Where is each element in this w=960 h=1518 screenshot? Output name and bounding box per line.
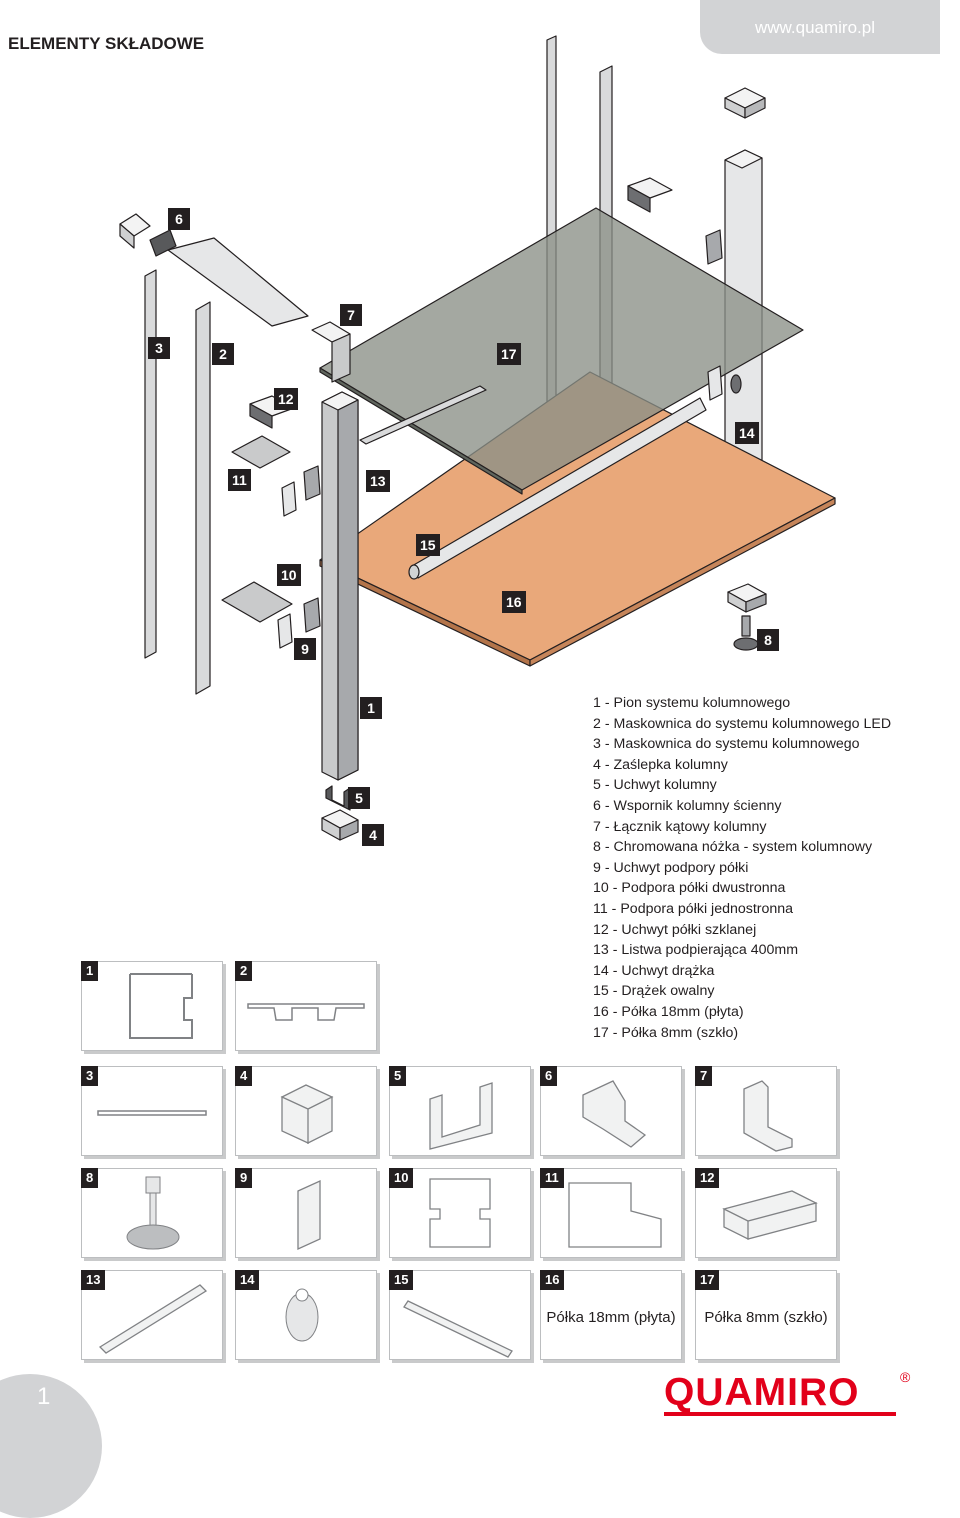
legend-item: 9 - Uchwyt podpory półki [593, 859, 749, 876]
callout-7: 7 [340, 304, 362, 326]
cover-profile-icon [97, 1110, 207, 1116]
callout-5: 5 [348, 787, 370, 809]
part-cell-11: 11 [540, 1168, 682, 1258]
legend-item: 15 - Drążek owalny [593, 983, 715, 1000]
legend-item: 1 - Pion systemu kolumnowego [593, 695, 791, 711]
legend-item: 16 - Półka 18mm (płyta) [593, 1003, 744, 1020]
part-number: 7 [695, 1066, 713, 1086]
callout-14: 14 [735, 422, 759, 444]
legend-item: 8 - Chromowana nóżka - system kolumnowy [593, 839, 873, 856]
legend-item: 11 - Podpora półki jednostronna [593, 900, 794, 917]
part-cell-16: 16 Półka 18mm (płyta) [540, 1270, 682, 1360]
callout-1: 1 [360, 697, 382, 719]
part-cell-6: 6 [540, 1066, 682, 1156]
part-cell-10: 10 [389, 1168, 531, 1258]
header-tab [700, 0, 940, 54]
part-number: 5 [389, 1066, 407, 1086]
support-bar-icon [98, 1284, 208, 1354]
legend-item: 4 - Zaślepka kolumny [593, 756, 728, 773]
legend-list: 1 - Pion systemu kolumnowego 2 - Maskown… [593, 693, 891, 1043]
callout-6: 6 [168, 208, 190, 230]
callout-15: 15 [416, 534, 440, 556]
callout-17: 17 [497, 343, 521, 365]
part-cell-2: 2 [235, 961, 377, 1051]
part-cell-13: 13 [81, 1270, 223, 1360]
callout-3: 3 [148, 337, 170, 359]
callout-11: 11 [228, 469, 251, 491]
legend-item: 14 - Uchwyt drążka [593, 962, 715, 979]
part-caption: Półka 8mm (szkło) [704, 1309, 828, 1326]
chrome-leg-icon [126, 1176, 180, 1250]
part-number: 11 [540, 1168, 564, 1188]
legend-item: 2 - Maskownica do systemu kolumnowego LE… [593, 715, 892, 732]
part-number: 6 [540, 1066, 558, 1086]
quamiro-logo: QUAMIRO [664, 1371, 860, 1414]
legend-item: 13 - Listwa podpierająca 400mm [593, 942, 799, 959]
column-holder-icon [429, 1082, 493, 1150]
part-number: 12 [695, 1168, 720, 1188]
rod-holder-icon [285, 1288, 319, 1342]
part-cell-14: 14 [235, 1270, 377, 1360]
part-number: 17 [695, 1270, 720, 1290]
part-cell-12: 12 [695, 1168, 837, 1258]
part-cell-17: 17 Półka 8mm (szkło) [695, 1270, 837, 1360]
legend-item: 17 - Półka 8mm (szkło) [593, 1024, 739, 1041]
legend-item: 3 - Maskownica do systemu kolumnowego [593, 736, 860, 753]
part-number: 2 [235, 961, 253, 981]
legend-item: 5 - Uchwyt kolumny [593, 777, 717, 794]
oval-rod-icon [403, 1300, 513, 1358]
legend-item: 6 - Wspornik kolumny ścienny [593, 797, 782, 814]
legend-item: 10 - Podpora półki dwustronna [593, 880, 786, 897]
part-caption: Półka 18mm (płyta) [546, 1309, 676, 1326]
column-profile-icon [129, 973, 193, 1039]
part-number: 8 [81, 1168, 99, 1188]
single-support-icon [568, 1182, 662, 1248]
part-cell-1: 1 [81, 961, 223, 1051]
assembly-illustration [119, 35, 836, 841]
part-number: 14 [235, 1270, 260, 1290]
callout-4: 4 [362, 824, 384, 846]
callout-16: 16 [502, 591, 526, 613]
led-cover-profile-icon [247, 1003, 365, 1021]
part-number: 1 [81, 961, 99, 981]
website-url[interactable]: www.quamiro.pl [755, 18, 875, 37]
callout-10: 10 [277, 564, 301, 586]
part-cell-15: 15 [389, 1270, 531, 1360]
callout-2: 2 [212, 343, 234, 365]
glass-holder-icon [722, 1190, 818, 1241]
part-number: 9 [235, 1168, 253, 1188]
part-number: 15 [389, 1270, 414, 1290]
part-number: 13 [81, 1270, 106, 1290]
part-number: 10 [389, 1168, 414, 1188]
part-cell-8: 8 [81, 1168, 223, 1258]
part-cell-7: 7 [695, 1066, 837, 1156]
callout-12: 12 [274, 388, 298, 410]
legend-item: 12 - Uchwyt półki szklanej [593, 921, 757, 938]
wall-bracket-icon [582, 1080, 647, 1148]
page-number-badge [0, 1374, 102, 1518]
part-cell-9: 9 [235, 1168, 377, 1258]
part-cell-4: 4 [235, 1066, 377, 1156]
support-holder-icon [297, 1179, 321, 1251]
legend-item: 7 - Łącznik kątowy kolumny [593, 818, 767, 835]
double-support-icon [429, 1178, 491, 1248]
page-title: ELEMENTY SKŁADOWE [8, 34, 205, 53]
part-number: 16 [540, 1270, 565, 1290]
callout-8: 8 [757, 629, 779, 651]
part-cell-3: 3 [81, 1066, 223, 1156]
registered-mark: ® [900, 1369, 911, 1385]
callout-9: 9 [294, 638, 316, 660]
logo-underline [664, 1412, 896, 1416]
part-number: 4 [235, 1066, 253, 1086]
part-cell-5: 5 [389, 1066, 531, 1156]
part-number: 3 [81, 1066, 99, 1086]
corner-connector-icon [743, 1080, 793, 1152]
column-cap-icon [280, 1084, 334, 1145]
page-number: 1 [37, 1383, 51, 1410]
callout-13: 13 [366, 470, 390, 492]
